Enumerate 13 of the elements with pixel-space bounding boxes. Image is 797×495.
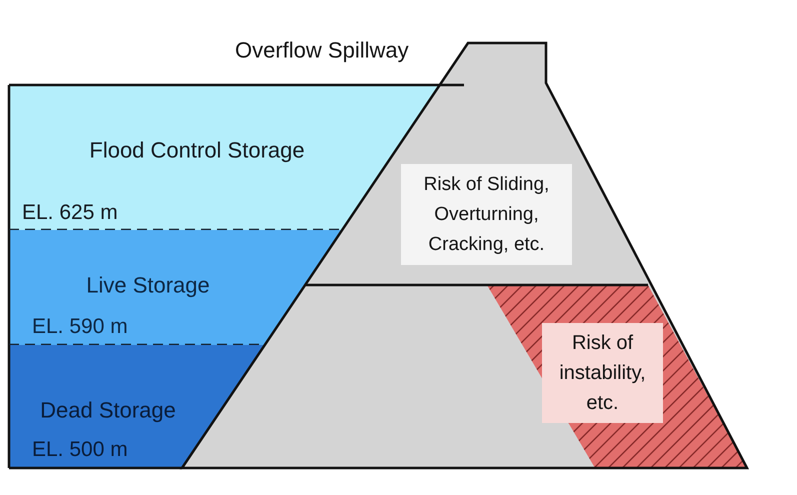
spillway-label: Overflow Spillway [235,37,409,63]
risk-note-panel [542,323,663,423]
dead-storage-zone [9,345,265,468]
elevation-label: EL. 625 m [22,200,118,226]
zone-label: Flood Control Storage [89,137,305,163]
zone-label: Live Storage [86,272,210,298]
elevation-label: EL. 500 m [32,438,128,462]
note-text: Risk of instability, etc. [558,331,647,416]
risk-note-panel [401,164,572,265]
elevation-label: EL. 590 m [32,314,128,340]
zone-label: Dead Storage [40,397,176,423]
note-text: Risk of Sliding, Overturning, Cracking, etc. [422,172,550,256]
live-storage-zone [9,230,342,345]
